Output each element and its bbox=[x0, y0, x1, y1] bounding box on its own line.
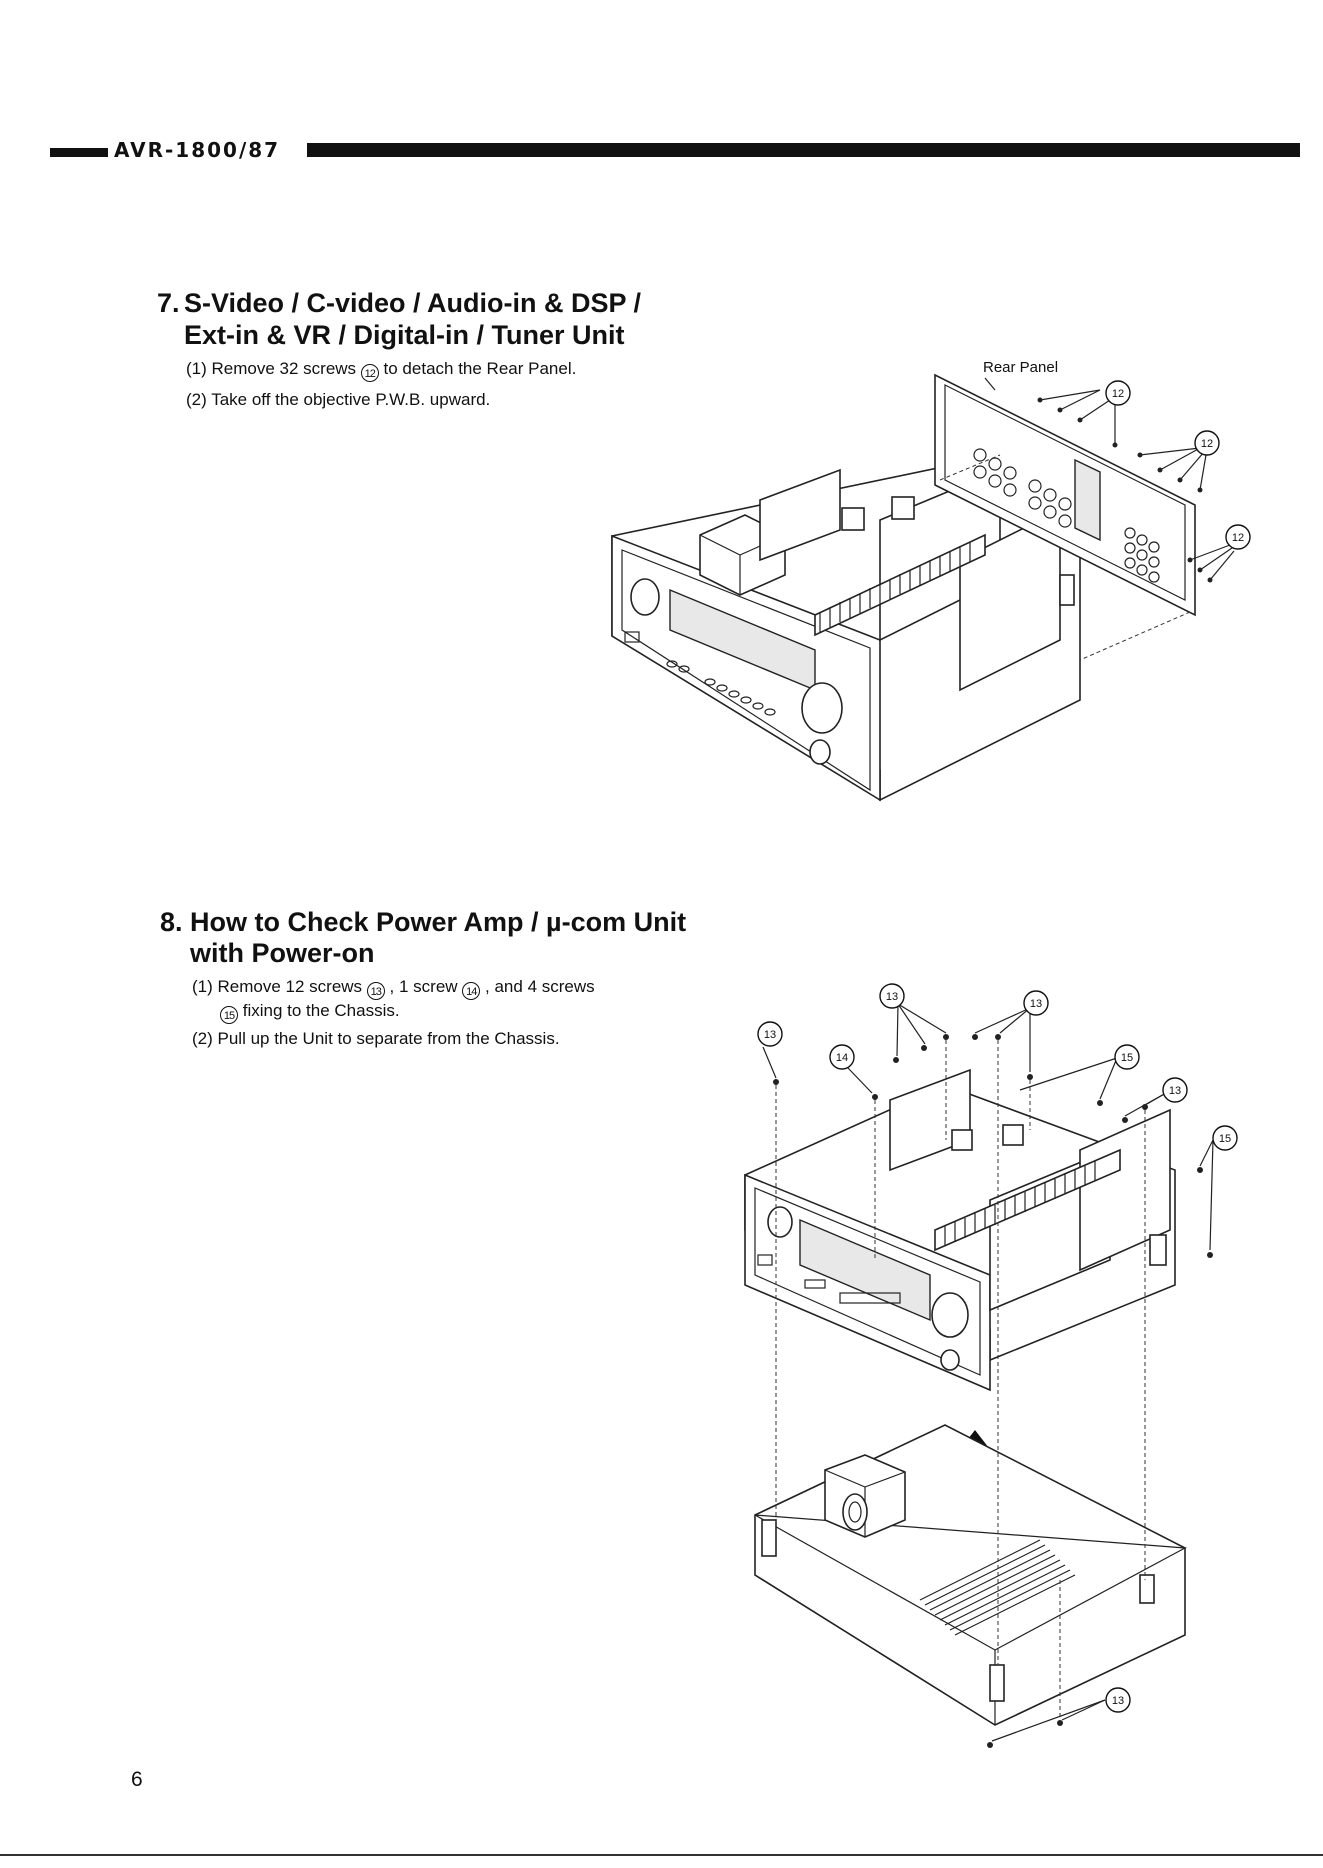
callout-12c: 12 bbox=[1225, 524, 1251, 550]
page-header: AVR-1800/87 bbox=[50, 138, 1300, 162]
rear-panel-label: Rear Panel bbox=[983, 359, 1058, 376]
section8-step1-a: (1) Remove 12 screws bbox=[192, 977, 363, 996]
section7-step1-prefix: (1) Remove 32 screws bbox=[186, 359, 357, 378]
svg-text:14: 14 bbox=[836, 1052, 848, 1064]
svg-text:12: 12 bbox=[1232, 532, 1244, 544]
section7-number: 7. bbox=[157, 288, 180, 318]
section8-step2: (2) Pull up the Unit to separate from th… bbox=[192, 1029, 560, 1048]
svg-text:15: 15 bbox=[1121, 1052, 1133, 1064]
svg-text:15: 15 bbox=[1219, 1133, 1231, 1145]
figure-power-amp-separation: 13 13 13 14 15 13 15 13 bbox=[744, 983, 1238, 1748]
section8-number: 8. bbox=[160, 907, 183, 937]
svg-text:13: 13 bbox=[1112, 1695, 1124, 1707]
model-number: AVR-1800/87 bbox=[114, 138, 281, 162]
callout-13-top-right: 13 bbox=[1023, 990, 1049, 1016]
callout-13-bottom: 13 bbox=[1105, 1687, 1131, 1713]
section7-step1: (1) Remove 32 screws 12 to detach the Re… bbox=[186, 358, 576, 382]
header-left-bar bbox=[50, 148, 108, 157]
svg-text:13: 13 bbox=[886, 991, 898, 1003]
svg-text:12: 12 bbox=[1112, 388, 1124, 400]
callout-12a: 12 bbox=[1105, 380, 1131, 406]
section8-step1-d: fixing to the Chassis. bbox=[242, 1001, 400, 1020]
section8-title-line2: with Power-on bbox=[190, 938, 375, 968]
screw-ref-15: 15 bbox=[220, 1006, 238, 1024]
svg-text:13: 13 bbox=[1030, 998, 1042, 1010]
section8-step1-c: , and 4 screws bbox=[485, 977, 595, 996]
section8-step1-b: , 1 screw bbox=[389, 977, 458, 996]
section7-title-line2: Ext-in & VR / Digital-in / Tuner Unit bbox=[184, 320, 625, 350]
svg-text:13: 13 bbox=[1169, 1085, 1181, 1097]
section7-title-line1: S-Video / C-video / Audio-in & DSP / bbox=[184, 288, 642, 318]
section8-title-line1: How to Check Power Amp / µ-com Unit bbox=[190, 907, 687, 937]
section7-step2: (2) Take off the objective P.W.B. upward… bbox=[186, 390, 491, 409]
callout-13-top-left: 13 bbox=[879, 983, 905, 1009]
section8-step1-cont: 15 fixing to the Chassis. bbox=[220, 1000, 400, 1024]
screw-ref-13: 13 bbox=[366, 982, 385, 1000]
screw-ref-14: 14 bbox=[462, 982, 481, 1000]
page-number: 6 bbox=[131, 1768, 143, 1791]
callout-12b: 12 bbox=[1194, 430, 1220, 456]
section8-step1: (1) Remove 12 screws 13 , 1 screw 14 , a… bbox=[192, 976, 595, 1000]
section7-step1-suffix: to detach the Rear Panel. bbox=[383, 359, 577, 378]
svg-text:12: 12 bbox=[1201, 438, 1213, 450]
callout-14: 14 bbox=[829, 1044, 855, 1070]
bottom-scan-edge bbox=[0, 1854, 1323, 1856]
screw-ref-12: 12 bbox=[360, 364, 379, 382]
header-right-bar bbox=[307, 143, 1300, 157]
callout-15-upper: 15 bbox=[1114, 1044, 1140, 1070]
svg-text:13: 13 bbox=[764, 1029, 776, 1041]
callout-13-left: 13 bbox=[757, 1021, 783, 1047]
figure-rear-panel-removal: Rear Panel 12 12 12 bbox=[611, 359, 1251, 802]
callout-13-right: 13 bbox=[1162, 1077, 1188, 1103]
callout-15-lower: 15 bbox=[1212, 1125, 1238, 1151]
